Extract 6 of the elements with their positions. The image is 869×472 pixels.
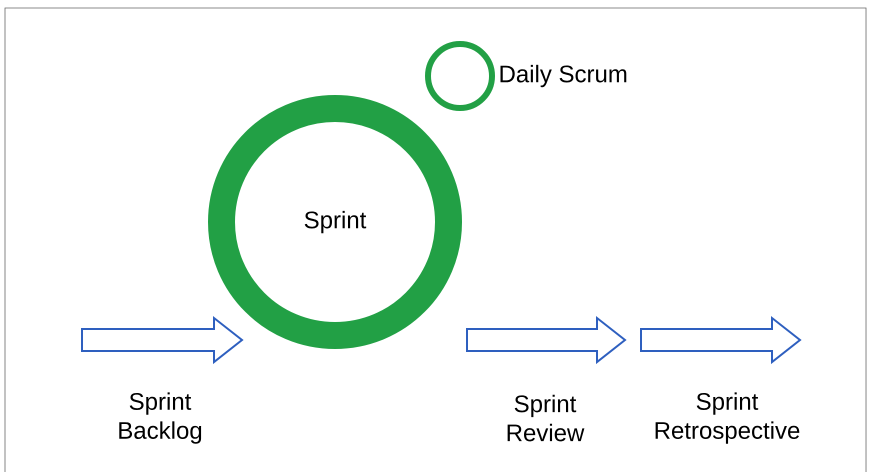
block-arrow [640, 316, 802, 364]
stage-label: Sprint Backlog [119, 392, 202, 444]
stage-label: Sprint Review [508, 394, 584, 442]
block-arrow [81, 316, 244, 364]
block-arrow [466, 316, 627, 364]
stage-label: Sprint Retrospective [656, 392, 800, 444]
